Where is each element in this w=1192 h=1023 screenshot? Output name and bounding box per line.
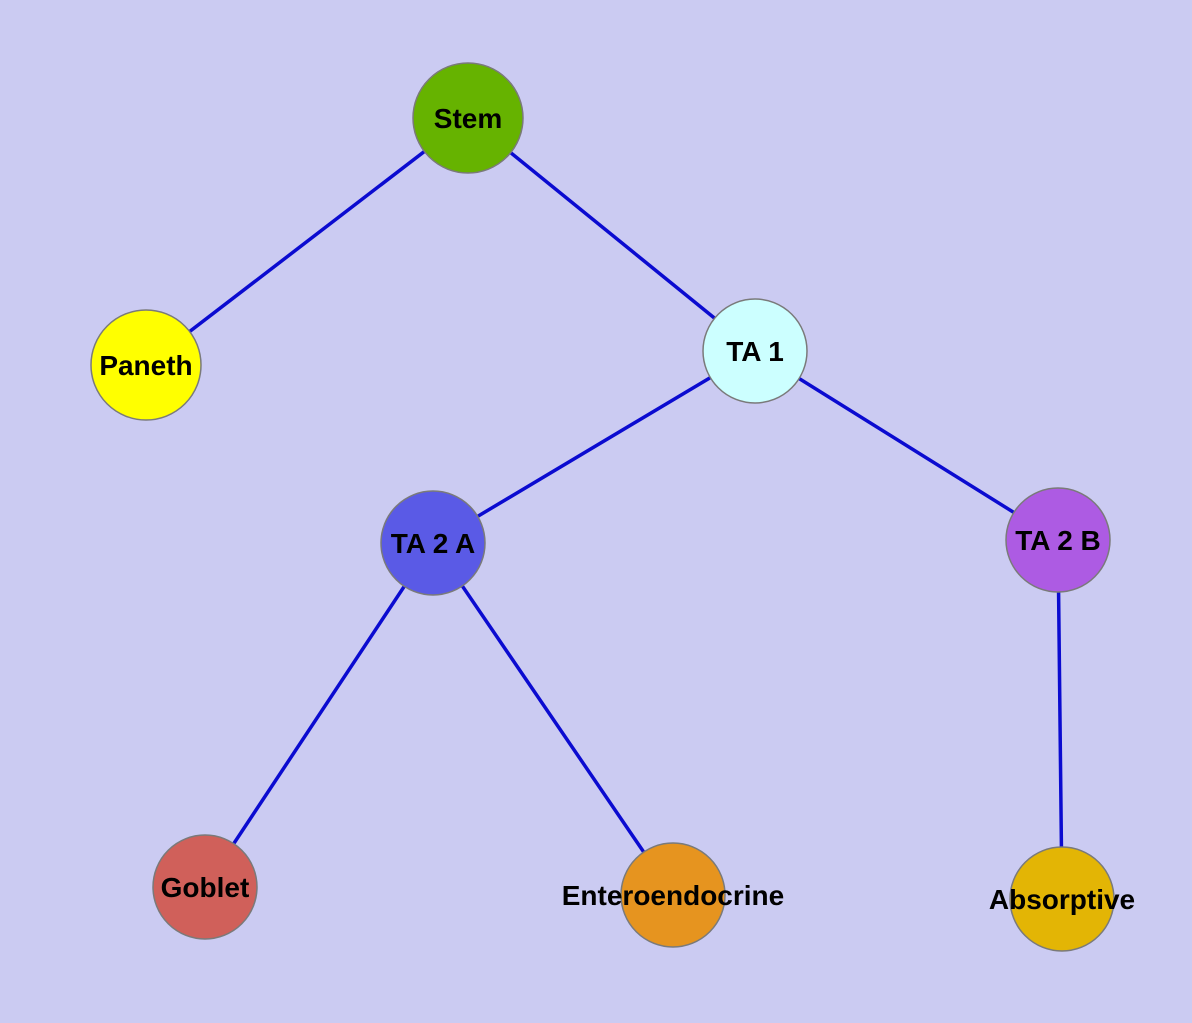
edge-ta2a-goblet xyxy=(203,541,435,889)
edge-ta2a-enteroendocrine xyxy=(431,541,675,897)
edge-stem-ta1 xyxy=(466,116,757,353)
node-goblet xyxy=(152,834,258,940)
node-ta2a xyxy=(380,490,486,596)
node-stem xyxy=(412,62,524,174)
node-ta1 xyxy=(702,298,808,404)
node-paneth xyxy=(90,309,202,421)
edge-stem-paneth xyxy=(144,116,470,367)
node-absorptive xyxy=(1009,846,1115,952)
edge-ta2b-absorptive xyxy=(1056,538,1064,901)
edge-ta1-ta2b xyxy=(753,349,1060,542)
node-enteroendocrine xyxy=(620,842,726,948)
node-ta2b xyxy=(1005,487,1111,593)
edge-ta1-ta2a xyxy=(431,349,757,545)
